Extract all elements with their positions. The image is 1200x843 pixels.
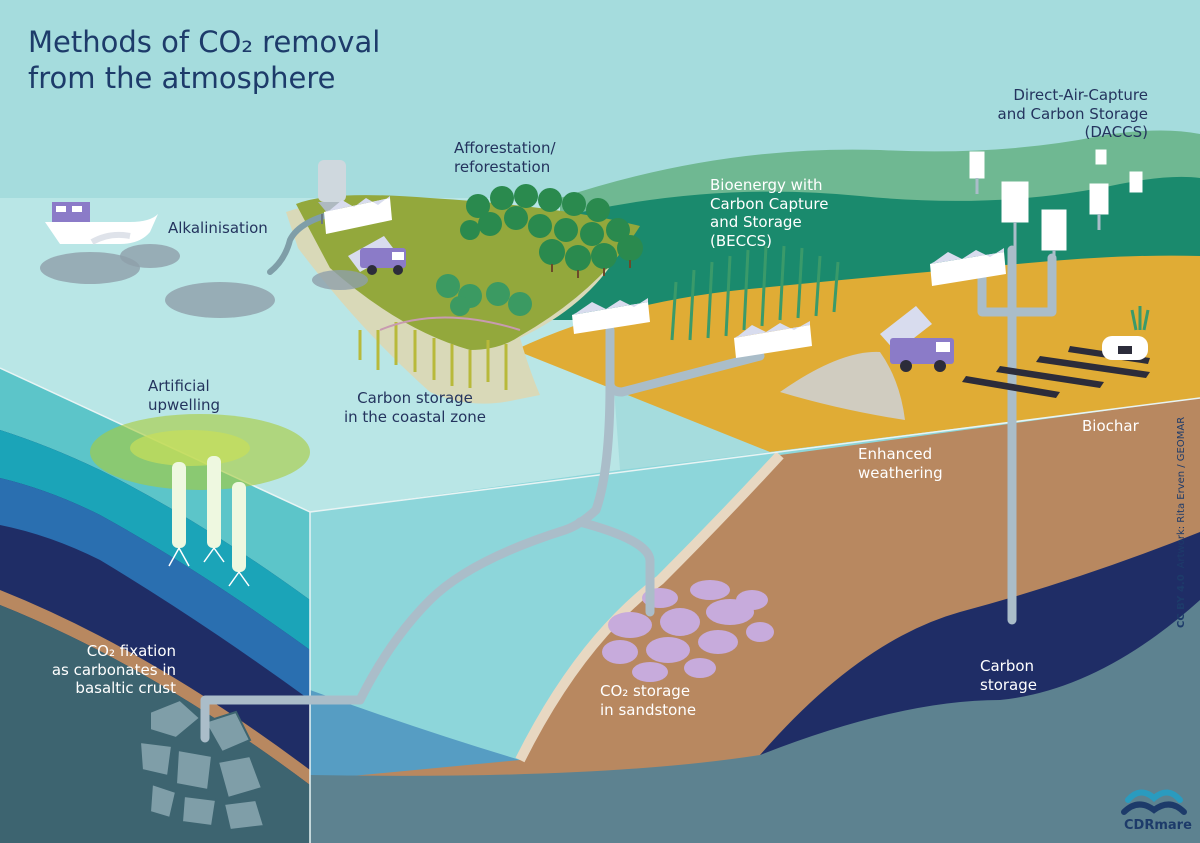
label-beccs-line-2: Carbon Capture bbox=[710, 194, 829, 213]
label-basalt-line-1: CO₂ fixation bbox=[86, 642, 176, 660]
upwelling-glow-core bbox=[130, 430, 250, 466]
factory-icon-2 bbox=[572, 298, 650, 334]
label-carbon-storage: Carbon storage bbox=[980, 657, 1037, 694]
seabed-line bbox=[515, 451, 784, 763]
label-daccs: Direct-Air-Capture and Carbon Storage (D… bbox=[998, 86, 1148, 142]
sand-plain bbox=[515, 255, 1200, 452]
label-sandstone-line-1: CO₂ storage bbox=[600, 682, 691, 700]
label-beccs-line-3: and Storage bbox=[710, 213, 802, 231]
label-daccs-line-3: (DACCS) bbox=[1084, 123, 1148, 141]
alkalinisation-pipe bbox=[267, 209, 343, 275]
label-afforestation-line-1: Afforestation/ bbox=[454, 139, 556, 157]
label-biochar: Biochar bbox=[1082, 417, 1139, 436]
factory-icon bbox=[324, 196, 392, 234]
tree-icon bbox=[436, 184, 643, 316]
label-coastal-line-2: in the coastal zone bbox=[343, 407, 487, 426]
label-weathering-line-1: Enhanced bbox=[858, 445, 933, 463]
label-coastal-line-1: Carbon storage bbox=[357, 389, 473, 407]
sandstone-reservoir bbox=[602, 580, 774, 682]
label-sandstone: CO₂ storage in sandstone bbox=[600, 682, 696, 719]
truck-icon-2 bbox=[880, 306, 954, 372]
block-edge-right bbox=[309, 397, 1200, 513]
truck-icon bbox=[348, 236, 406, 275]
label-basalt: CO₂ fixation as carbonates in basaltic c… bbox=[52, 642, 176, 698]
ship-icon bbox=[45, 202, 158, 245]
label-daccs-line-2: and Carbon Storage bbox=[997, 104, 1148, 123]
label-alkalinisation-text: Alkalinisation bbox=[168, 219, 268, 237]
artwork-credit-text: Artwork: Rita Erven / GEOMAR bbox=[1176, 416, 1187, 569]
label-coastal: Carbon storage in the coastal zone bbox=[331, 389, 499, 426]
cdrmare-logo-icon bbox=[1121, 789, 1187, 815]
seagrass bbox=[358, 322, 508, 390]
ocean-layer-2 bbox=[0, 430, 310, 650]
image-credit: CC BY 4.0 Artwork: Rita Erven / GEOMAR bbox=[1176, 417, 1187, 628]
sediment-band bbox=[0, 590, 310, 785]
label-upwelling-line-2: upwelling bbox=[148, 395, 221, 414]
label-carbon-storage-line-1: Carbon bbox=[980, 657, 1035, 675]
gravel-spreads bbox=[40, 244, 368, 318]
label-daccs-line-1: Direct-Air-Capture bbox=[1013, 86, 1148, 104]
land-green bbox=[296, 195, 640, 350]
label-afforestation-line-2: reforestation bbox=[454, 157, 551, 176]
label-biochar-text: Biochar bbox=[1082, 417, 1139, 435]
rock-spread bbox=[780, 351, 905, 420]
factory-icon-3 bbox=[734, 321, 812, 358]
label-beccs-line-4: (BECCS) bbox=[710, 231, 772, 250]
label-basalt-line-3: basaltic crust bbox=[75, 679, 176, 697]
bioenergy-reeds bbox=[670, 245, 840, 341]
label-beccs: Bioenergy with Carbon Capture and Storag… bbox=[710, 176, 828, 250]
label-upwelling-line-1: Artificial bbox=[148, 377, 210, 395]
deep-water-right bbox=[310, 690, 560, 780]
title-line-2: from the atmosphere bbox=[28, 61, 336, 95]
page-title: Methods of CO₂ removal from the atmosphe… bbox=[28, 24, 380, 96]
label-carbon-storage-line-2: storage bbox=[980, 675, 1037, 694]
label-beccs-line-1: Bioenergy with bbox=[710, 176, 823, 194]
co2-pipes bbox=[200, 245, 1057, 743]
ocean-layer-3 bbox=[0, 478, 310, 700]
label-sandstone-line-2: in sandstone bbox=[600, 700, 697, 719]
label-basalt-line-2: as carbonates in bbox=[51, 660, 176, 679]
basalt-rocks bbox=[138, 698, 266, 832]
label-upwelling: Artificial upwelling bbox=[148, 377, 220, 414]
title-line-1: Methods of CO₂ removal bbox=[28, 25, 381, 59]
mangrove-roots bbox=[379, 316, 521, 331]
license-text: CC BY 4.0 bbox=[1176, 574, 1187, 628]
factory-icon-4 bbox=[930, 248, 1006, 286]
label-weathering: Enhanced weathering bbox=[858, 445, 943, 482]
dac-panel-icon bbox=[969, 149, 1143, 268]
logo-text: CDRmare bbox=[1124, 818, 1192, 833]
kiln-icon bbox=[1102, 306, 1150, 360]
bedrock-right bbox=[310, 600, 1200, 843]
upwelling-tubes bbox=[168, 456, 250, 587]
label-afforestation: Afforestation/ reforestation bbox=[454, 139, 556, 176]
label-alkalinisation: Alkalinisation bbox=[168, 219, 268, 238]
label-weathering-line-2: weathering bbox=[858, 463, 943, 482]
